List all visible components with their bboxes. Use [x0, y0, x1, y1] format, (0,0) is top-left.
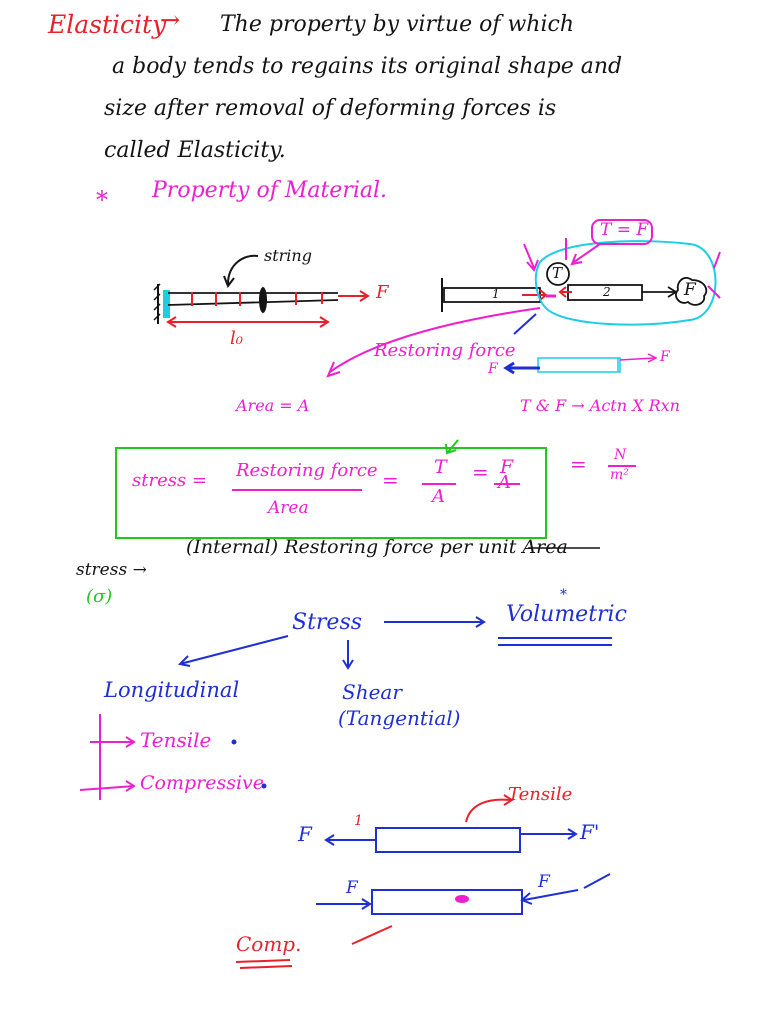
shear-label: Shear — [342, 680, 402, 704]
restoring-force-label: Restoring force — [374, 340, 516, 361]
action-reaction-label: T & F → Actn X Rxn — [520, 396, 680, 415]
length-label: l₀ — [230, 328, 243, 349]
volumetric-label: Volumetric — [506, 602, 627, 627]
string-label: string — [264, 246, 312, 265]
bottom-tensile-label: Tensile — [508, 784, 573, 805]
formula-stress-label: stress = — [132, 470, 208, 491]
sigma-symbol: (σ) — [86, 586, 113, 607]
tension-box-label: T = F — [600, 220, 649, 240]
term-elasticity: Elasticity — [48, 10, 167, 39]
force-right-label: F — [660, 349, 670, 365]
note-property-of-material: Property of Material. — [152, 178, 388, 203]
tensile-label: Tensile — [140, 728, 212, 752]
force-left-label: F — [488, 361, 498, 377]
definition-line-4: called Elasticity. — [104, 138, 286, 163]
stress-definition: (Internal) Restoring force per unit Area — [186, 536, 568, 558]
bottom-force-left-2: F — [346, 878, 358, 898]
string-diagram — [153, 254, 370, 328]
star-icon: * — [96, 186, 108, 214]
formula-equals-3: = — [570, 452, 587, 476]
formula-t-denominator: A — [432, 486, 445, 507]
arrow-icon: → — [160, 6, 181, 34]
volumetric-star-icon: * — [560, 587, 567, 603]
tangential-label: (Tangential) — [338, 706, 461, 730]
formula-numerator: Restoring force — [236, 460, 378, 481]
bottom-force-right-2: F — [538, 872, 550, 892]
longitudinal-label: Longitudinal — [104, 678, 240, 702]
part-2-label: 2 — [603, 285, 611, 299]
bottom-marker-1: 1 — [354, 813, 363, 829]
bottom-force-right-1: F' — [580, 820, 600, 844]
unit-numerator: N — [614, 447, 627, 463]
formula-t-numerator: T — [434, 456, 447, 478]
definition-line-1: The property by virtue of which — [220, 12, 574, 37]
force-label-1: F — [376, 282, 389, 303]
formula-equals-2: = — [472, 460, 489, 484]
formula-equals-1: = — [382, 468, 399, 492]
force-label-2: F — [684, 280, 696, 300]
compressive-label: Compressive — [140, 772, 265, 794]
formula-denominator: Area — [268, 498, 309, 518]
stress-root: Stress — [292, 610, 363, 635]
unit-denominator: m² — [610, 467, 629, 483]
part-1-label: 1 — [492, 287, 500, 301]
formula-f-numerator: F — [500, 456, 514, 478]
area-label: Area = A — [236, 396, 310, 415]
definition-line-2: a body tends to regains its original sha… — [112, 54, 623, 79]
tension-label: T — [552, 264, 563, 282]
formula-f-denominator: A — [498, 472, 511, 493]
comp-label: Comp. — [236, 932, 302, 956]
definition-line-3: size after removal of deforming forces i… — [104, 96, 557, 121]
tension-diagram — [326, 219, 721, 378]
stress-term: stress → — [76, 560, 147, 580]
bottom-force-left-1: F — [298, 822, 312, 846]
